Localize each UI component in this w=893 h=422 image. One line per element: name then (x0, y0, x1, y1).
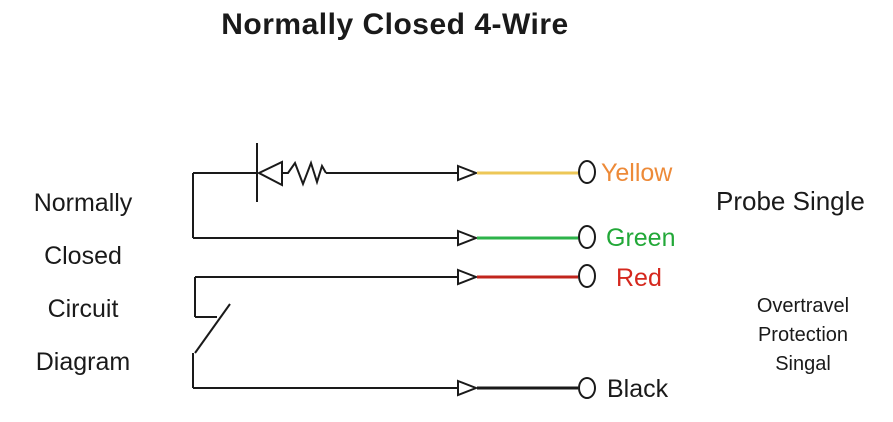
wire-label-red: Red (616, 264, 662, 292)
overtravel-protection-label: Overtravel Protection Singal (738, 292, 868, 379)
overtravel-label-line: Overtravel (756, 295, 850, 317)
left-caption-line: Normally (33, 189, 133, 217)
wire-label-green: Green (606, 224, 676, 252)
arrow-icon (457, 164, 479, 182)
terminal-circle (578, 160, 596, 184)
terminal-circle (578, 264, 596, 288)
wire-label-black: Black (607, 375, 669, 403)
left-caption-line: Diagram (35, 348, 131, 376)
diode-symbol (256, 143, 283, 202)
terminal-circle (578, 225, 596, 249)
page-title: Normally Closed 4-Wire (221, 8, 569, 41)
arrow-icon (457, 268, 479, 286)
normally-closed-switch-symbol (192, 277, 231, 388)
left-caption-block: Normally Closed Circuit Diagram (8, 177, 158, 389)
arrow-icon (457, 229, 479, 247)
left-caption-line: Circuit (47, 295, 119, 323)
arrow-icon (457, 379, 479, 397)
probe-signal-label: Probe Single (716, 186, 865, 216)
resistor-symbol (282, 159, 327, 187)
overtravel-label-line: Singal (775, 353, 831, 375)
wire-label-yellow: Yellow (601, 159, 673, 187)
left-caption-line: Closed (44, 242, 122, 270)
overtravel-label-line: Protection (757, 324, 849, 346)
terminal-circle (578, 377, 596, 399)
